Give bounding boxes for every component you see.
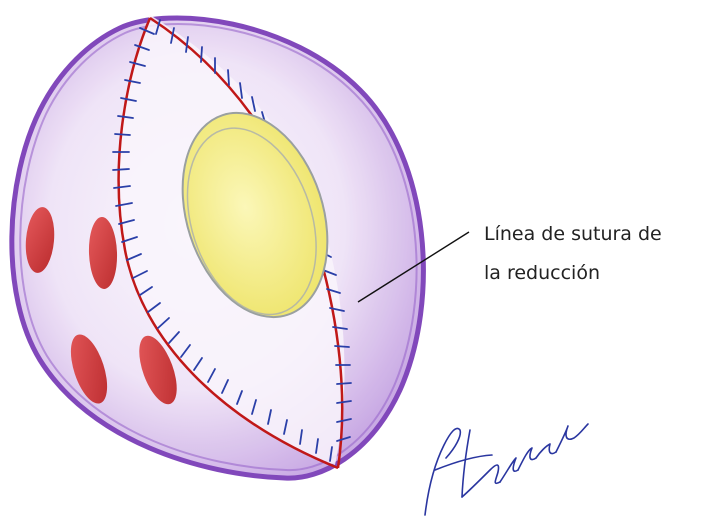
annotation-label-line-1: Línea de sutura de: [484, 223, 662, 245]
annotation-label-line-2: la reducción: [484, 262, 600, 284]
signature: [425, 424, 588, 515]
